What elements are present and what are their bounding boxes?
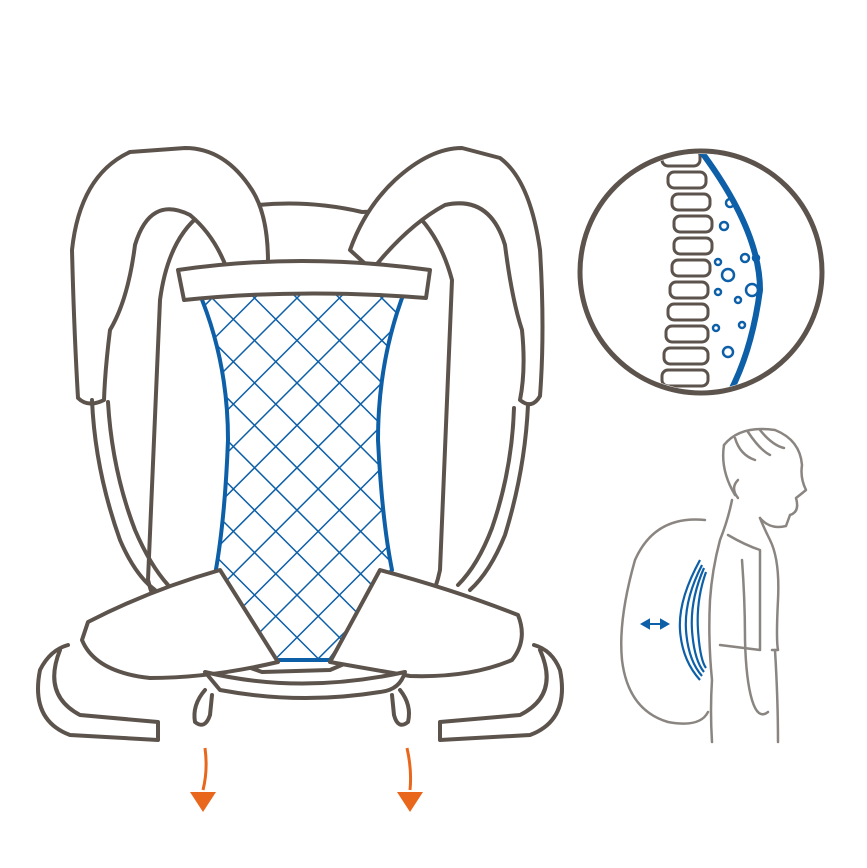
person-leg: [773, 648, 780, 744]
person-torso: [758, 516, 780, 652]
down-arrow-icon: [201, 747, 208, 791]
person-shirt: [718, 533, 762, 652]
right-strap-tail: [468, 403, 530, 592]
pull-arrows: [190, 747, 423, 812]
left-strap-tail-inner: [106, 400, 170, 587]
left-shoulder-strap[interactable]: [70, 146, 270, 406]
right-shoulder-strap[interactable]: [348, 146, 545, 407]
side-mesh-layers: [678, 559, 708, 681]
air-bubbles: [711, 197, 761, 359]
down-arrow-icon: [405, 747, 413, 791]
backpack-back-panel-icon: [36, 146, 564, 742]
top-grab-band[interactable]: [176, 259, 432, 302]
left-hip-strap[interactable]: [36, 643, 160, 742]
person-hair: [721, 428, 786, 497]
person-back: [708, 498, 734, 744]
back-panel-curve: [697, 154, 764, 390]
hip-belt-center: [203, 670, 407, 701]
down-arrow-head: [397, 792, 423, 812]
double-arrow-icon: [639, 618, 671, 630]
side-backpack-outline: [619, 518, 710, 725]
spine-ventilation-icon: [577, 148, 825, 396]
right-hip-belt[interactable]: [328, 568, 524, 679]
person-arm: [740, 558, 770, 716]
right-buckle-loop[interactable]: [390, 688, 411, 727]
left-buckle-loop[interactable]: [192, 688, 214, 727]
person-wearing-backpack-icon: [619, 427, 808, 744]
vertebrae: [660, 154, 714, 388]
down-arrow-head: [190, 792, 216, 812]
person-head: [722, 427, 808, 529]
right-strap-tail-inner: [456, 406, 516, 587]
left-strap-tail: [90, 398, 157, 592]
person-ear: [732, 478, 740, 500]
right-hip-strap[interactable]: [438, 643, 564, 742]
left-hip-belt[interactable]: [80, 568, 280, 680]
